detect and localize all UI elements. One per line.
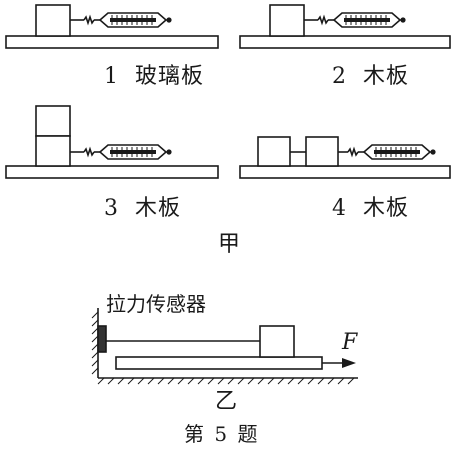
panel-4-number: 4 [332, 196, 347, 221]
figure-yi-label: 乙 [215, 389, 238, 414]
block-yi [259, 325, 295, 358]
board-1 [5, 35, 219, 49]
panel-1-surface: 玻璃板 [135, 64, 205, 89]
panel-3-caption: 3 木板 [104, 190, 181, 222]
panel-3-surface: 木板 [135, 196, 182, 221]
panel-1-number: 1 [104, 64, 119, 89]
panel-4 [239, 136, 451, 179]
spring-scale-1 [70, 12, 172, 28]
spring-scale-4 [338, 144, 436, 160]
force-arrow-head [342, 358, 356, 368]
problem-caption: 第 5 题 [184, 422, 260, 446]
panel-3-number: 3 [104, 196, 119, 221]
wall-hatching [91, 311, 99, 375]
force-label: F [342, 330, 358, 355]
panel-3 [5, 105, 219, 179]
figure-jia-label: 甲 [218, 232, 241, 257]
panel-2-caption: 2 木板 [332, 58, 409, 90]
panel-2-surface: 木板 [363, 64, 410, 89]
spring-scale-2 [304, 12, 406, 28]
panel-4-caption: 4 木板 [332, 190, 409, 222]
figure-yi [91, 308, 358, 385]
block-4-right [305, 136, 339, 167]
board-3 [5, 165, 219, 179]
board-4 [239, 165, 451, 179]
sensor-label: 拉力传感器 [106, 292, 206, 316]
panel-1-caption: 1 玻璃板 [104, 58, 204, 90]
spring-scale-3 [70, 144, 172, 160]
panel-2 [239, 4, 451, 49]
block-1 [35, 4, 71, 37]
block-4-left [257, 136, 291, 167]
force-sensor [97, 325, 107, 353]
panel-2-number: 2 [332, 64, 347, 89]
floor-hatching [97, 377, 355, 385]
block-3-top [35, 105, 71, 137]
block-3-bottom [35, 135, 71, 167]
panel-1 [5, 4, 219, 49]
board-2 [239, 35, 451, 49]
block-2 [269, 4, 305, 37]
board-yi [115, 356, 323, 370]
panel-4-surface: 木板 [363, 196, 410, 221]
